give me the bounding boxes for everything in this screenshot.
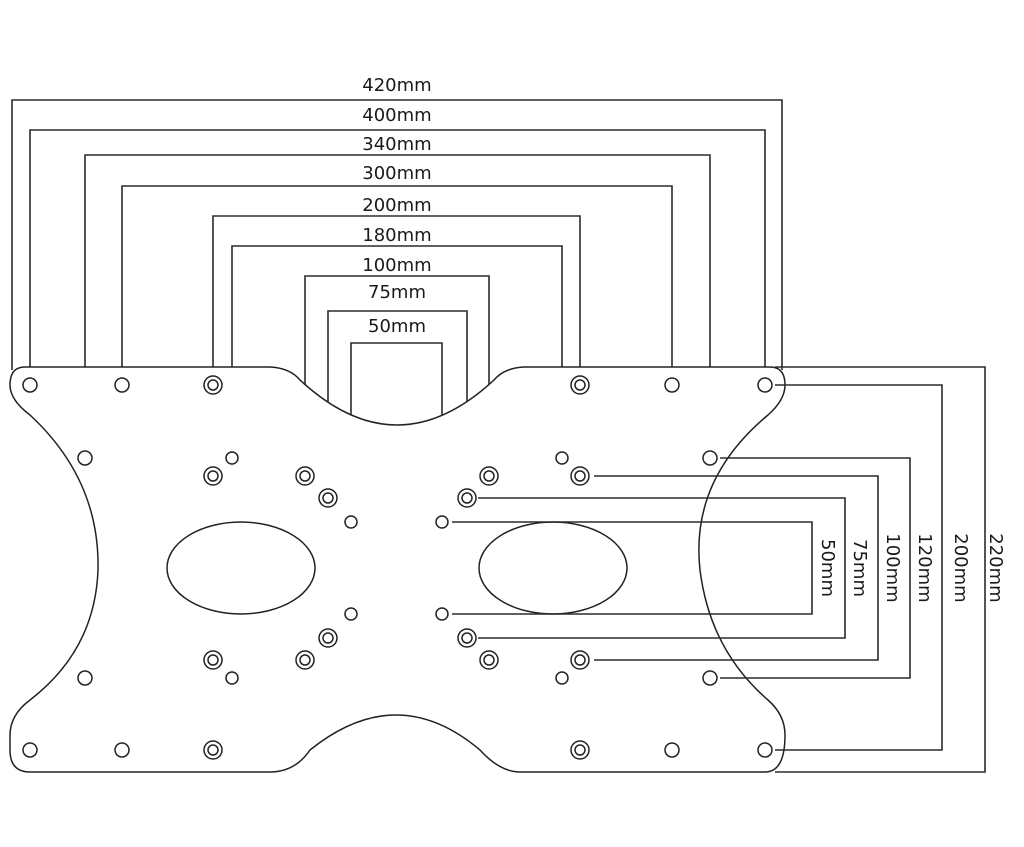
dim-line-300: [121, 185, 673, 375]
hole-inner: [207, 470, 219, 482]
hole-inner: [483, 470, 495, 482]
mount-plate-outline: [9, 366, 786, 773]
hole: [344, 607, 358, 621]
hole: [702, 450, 718, 466]
dim-label-400: 400mm: [362, 105, 431, 126]
dim-line-400: [29, 129, 766, 370]
hole-inner: [299, 654, 311, 666]
dim-line-100: [304, 275, 490, 465]
hole: [114, 742, 130, 758]
hole: [757, 377, 773, 393]
hole: [22, 742, 38, 758]
dim-label-300: 300mm: [362, 163, 431, 184]
hole: [664, 377, 680, 393]
dim-label-200: 200mm: [362, 195, 431, 216]
hole: [757, 742, 773, 758]
mounting-holes: [22, 375, 773, 760]
hole: [77, 670, 93, 686]
horizontal-dimension-labels: 420mm 400mm 340mm 300mm 200mm 180mm 100m…: [362, 75, 431, 337]
dim-line-340: [84, 154, 711, 448]
vdim-label-220: 220mm: [985, 533, 1006, 602]
hole-inner: [461, 492, 473, 504]
hole-inner: [322, 492, 334, 504]
vdim-line-100: [594, 475, 879, 661]
hole: [77, 450, 93, 466]
hole: [702, 670, 718, 686]
hole: [435, 607, 449, 621]
vdim-line-50: [452, 521, 813, 615]
vdim-line-120: [720, 457, 911, 679]
vertical-dimension-lines: [452, 366, 986, 773]
hole: [435, 515, 449, 529]
hole: [664, 742, 680, 758]
vdim-label-200: 200mm: [950, 533, 971, 602]
dim-label-420: 420mm: [362, 75, 431, 96]
dim-label-340: 340mm: [362, 134, 431, 155]
horizontal-dimension-lines: [11, 99, 783, 512]
left-oval-cutout: [166, 521, 316, 615]
hole: [225, 451, 239, 465]
vdim-line-220: [775, 366, 986, 773]
vdim-label-75: 75mm: [849, 539, 870, 597]
dim-line-200: [212, 215, 581, 375]
vdim-label-50: 50mm: [817, 539, 838, 597]
vertical-dimension-labels: 50mm 75mm 100mm 120mm 200mm 220mm: [817, 533, 1006, 602]
hole-inner: [574, 470, 586, 482]
vdim-label-120: 120mm: [914, 533, 935, 602]
hole-inner: [207, 379, 219, 391]
dim-label-50: 50mm: [368, 316, 426, 337]
hole: [114, 377, 130, 393]
hole-inner: [299, 470, 311, 482]
vdim-label-100: 100mm: [882, 533, 903, 602]
hole: [344, 515, 358, 529]
hole-inner: [207, 744, 219, 756]
hole-inner: [574, 379, 586, 391]
dim-line-420: [11, 99, 783, 370]
dim-label-75: 75mm: [368, 282, 426, 303]
hole-inner: [207, 654, 219, 666]
hole: [555, 671, 569, 685]
vdim-line-75: [478, 497, 846, 639]
dim-line-75: [327, 310, 468, 490]
hole: [555, 451, 569, 465]
hole: [22, 377, 38, 393]
hole-inner: [574, 654, 586, 666]
vdim-line-200: [775, 384, 943, 751]
hole-inner: [461, 632, 473, 644]
hole-inner: [322, 632, 334, 644]
hole: [225, 671, 239, 685]
right-oval-cutout: [478, 521, 628, 615]
dim-label-180: 180mm: [362, 225, 431, 246]
dim-line-180: [231, 245, 563, 450]
dim-label-100: 100mm: [362, 255, 431, 276]
hole-inner: [574, 744, 586, 756]
hole-inner: [483, 654, 495, 666]
